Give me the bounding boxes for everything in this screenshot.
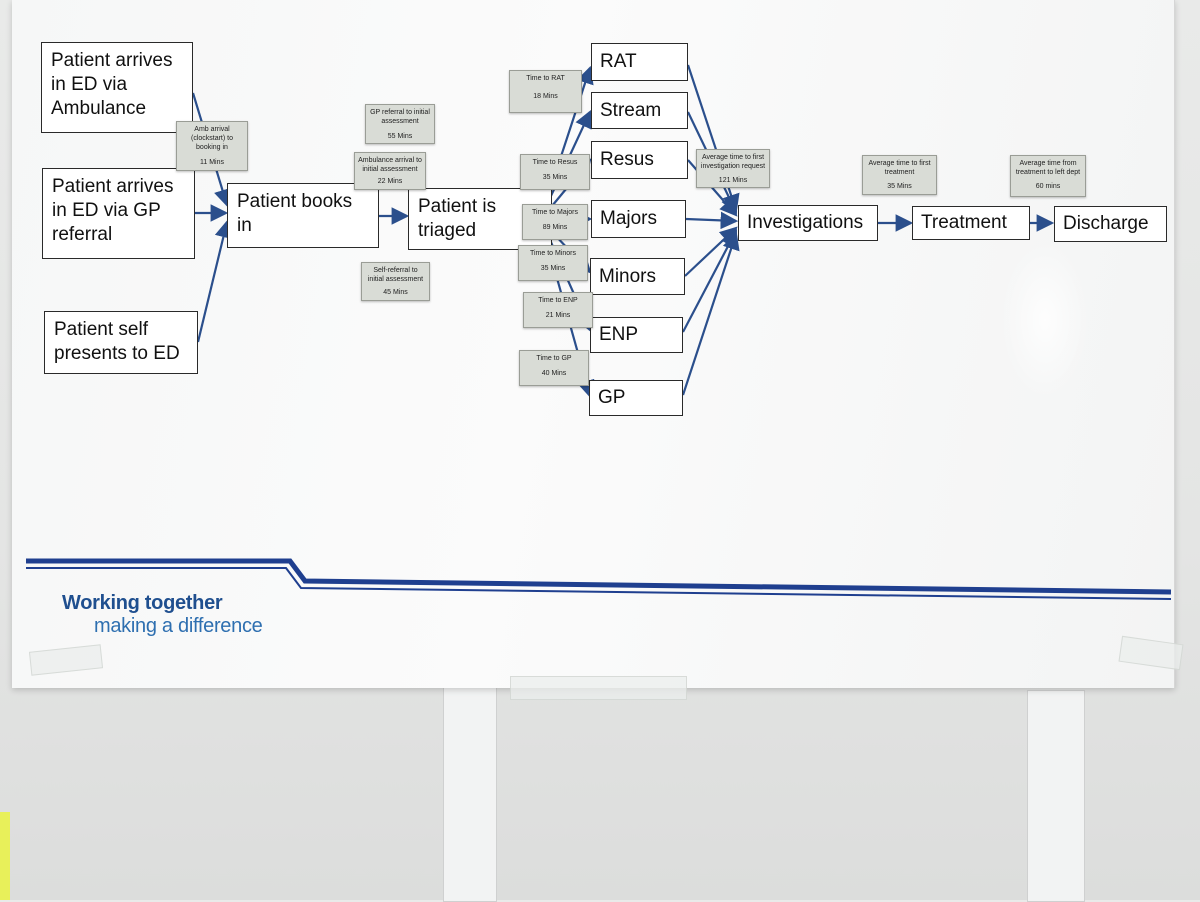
note-amb-assessment: Ambulance arrival to initial assessment 2…: [354, 152, 426, 190]
note-self-referral: Self-referral to initial assessment 45 Mi…: [361, 262, 430, 301]
node-books-in-text: Patient books in: [237, 191, 353, 236]
note-time-enp: Time to ENP 21 Mins: [523, 292, 593, 328]
note-label: Amb arrival (clockstart) to booking in: [190, 126, 233, 151]
node-discharge-text: Discharge: [1063, 213, 1149, 234]
note-time-majors: Time to Majors 89 Mins: [522, 204, 588, 240]
node-rat-text: RAT: [600, 51, 637, 72]
node-resus-text: Resus: [600, 149, 654, 170]
note-label: Ambulance arrival to initial assessment: [358, 157, 422, 173]
node-enp: ENP: [590, 317, 683, 353]
node-enp-text: ENP: [599, 324, 639, 345]
note-label: Time to Majors: [531, 209, 579, 216]
node-arrive-ambulance: Patient arrives in ED via Ambulance: [41, 42, 193, 133]
node-self-presents: Patient self presents to ED: [44, 311, 198, 374]
tape-bottom-center: [510, 676, 687, 700]
note-value: 89 Mins: [542, 224, 568, 231]
node-treatment: Treatment: [912, 206, 1030, 240]
note-label: GP referral to initial assessment: [370, 109, 430, 125]
brand-line-2: making a difference: [94, 615, 263, 637]
node-arrive-ambulance-text: Patient arrives in ED via Ambulance: [51, 50, 173, 119]
node-minors: Minors: [590, 258, 685, 295]
note-label: Time to GP: [536, 355, 572, 362]
node-majors-text: Majors: [600, 208, 658, 229]
note-value: 35 Mins: [542, 174, 568, 181]
node-gp-text: GP: [598, 387, 626, 408]
note-left-dept: Average time from treatment to left dept…: [1010, 155, 1086, 197]
note-label: Time to Resus: [532, 159, 578, 166]
node-treatment-text: Treatment: [921, 212, 1007, 233]
node-stream: Stream: [591, 92, 688, 129]
node-self-presents-text: Patient self presents to ED: [54, 319, 180, 364]
node-gp: GP: [589, 380, 683, 416]
note-value: 45 Mins: [383, 289, 408, 296]
note-gp-referral: GP referral to initial assessment 55 Mins: [365, 104, 435, 144]
node-resus: Resus: [591, 141, 688, 179]
note-first-treatment: Average time to first treatment 35 Mins: [862, 155, 937, 195]
stand-leg-left: [443, 680, 497, 902]
note-value: 18 Mins: [533, 93, 558, 100]
note-value: 60 mins: [1035, 183, 1061, 190]
brand-line-1: Working together: [62, 592, 223, 614]
node-investigations: Investigations: [738, 205, 878, 241]
note-value: 121 Mins: [718, 177, 748, 184]
note-time-rat: Time to RAT 18 Mins: [509, 70, 582, 113]
node-triaged-text: Patient is triaged: [418, 196, 497, 241]
note-value: 35 Mins: [540, 265, 566, 272]
note-value: 55 Mins: [387, 133, 413, 140]
note-label: Self-referral to initial assessment: [367, 267, 424, 283]
note-label: Average time to first treatment: [868, 160, 931, 176]
note-first-investigation: Average time to first investigation requ…: [696, 149, 770, 188]
node-discharge: Discharge: [1054, 206, 1167, 242]
note-amb-booking: Amb arrival (clockstart) to booking in 11…: [176, 121, 248, 171]
sticky-note-edge: [0, 812, 10, 900]
note-label: Average time to first investigation requ…: [700, 154, 766, 170]
note-label: Time to ENP: [538, 297, 578, 304]
node-investigations-text: Investigations: [747, 212, 864, 233]
node-rat: RAT: [591, 43, 688, 81]
note-time-minors: Time to Minors 35 Mins: [518, 245, 588, 281]
node-arrive-gp-text: Patient arrives in ED via GP referral: [52, 176, 174, 245]
note-label: Average time from treatment to left dept: [1015, 160, 1081, 176]
note-time-gp: Time to GP 40 Mins: [519, 350, 589, 386]
note-value: 11 Mins: [200, 159, 224, 166]
node-minors-text: Minors: [599, 265, 657, 287]
note-time-resus: Time to Resus 35 Mins: [520, 154, 590, 190]
note-value: 21 Mins: [545, 312, 571, 319]
note-value: 22 Mins: [377, 178, 403, 185]
note-label: Time to Minors: [529, 250, 577, 257]
node-majors: Majors: [591, 200, 686, 238]
note-value: 40 Mins: [541, 370, 567, 377]
light-glare: [1000, 240, 1090, 400]
note-value: 35 Mins: [887, 183, 912, 190]
node-books-in: Patient books in: [227, 183, 379, 248]
note-label: Time to RAT: [526, 75, 565, 82]
node-arrive-gp: Patient arrives in ED via GP referral: [42, 168, 195, 259]
stand-leg-right: [1027, 690, 1085, 902]
node-stream-text: Stream: [600, 99, 662, 121]
